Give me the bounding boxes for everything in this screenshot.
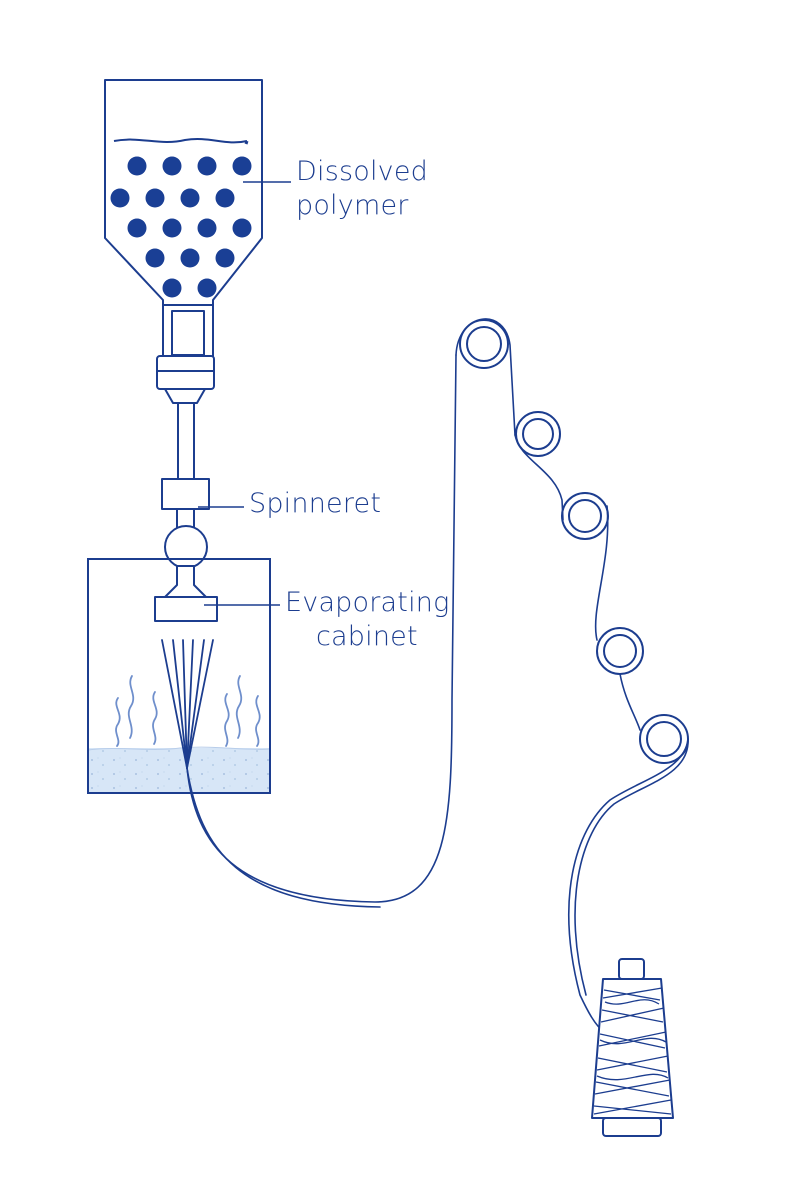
bobbin-windings [593,987,672,1115]
bobbin-base [602,1117,662,1137]
solvent-surface [87,746,271,751]
evaporating-cabinet-icon [87,558,271,794]
label-spinneret: Spinneret [249,487,381,521]
spinneret-ball [164,525,208,569]
label-dissolved-polymer-line2: polymer [296,190,409,221]
feed-assembly [156,304,215,480]
guide-roller-icon [561,492,609,540]
spinneret-head [161,478,210,510]
guide-roller-icon [459,319,509,369]
label-evaporating-cabinet: Evaporating cabinet [285,586,450,654]
polymer-dots [110,156,252,298]
nozzle-plate [154,596,218,622]
vapor-wisps [115,675,261,747]
label-dissolved-polymer-line1: Dissolved [296,156,428,187]
spinneret-nozzle-icon [161,478,210,569]
guide-roller-icon [639,714,689,764]
label-evaporating-cabinet-line1: Evaporating [285,587,450,618]
neck-collar [156,355,215,390]
feed-pipe [177,402,195,480]
leader-lines [198,181,291,606]
bottle-neck [162,304,214,358]
nozzle-tip [154,565,218,622]
label-dissolved-polymer: Dissolved polymer [296,155,428,223]
liquid-surface-line [113,138,248,144]
guide-rollers [459,319,689,764]
bobbin-body [591,978,674,1119]
filament-bundle [161,639,214,769]
collar-taper [164,388,206,404]
label-evaporating-cabinet-line2: cabinet [316,621,418,652]
yarn-path [186,318,689,1033]
label-spinneret-text: Spinneret [249,488,382,519]
bobbin-cap [618,958,645,980]
guide-roller-icon [596,627,644,675]
guide-roller-icon [515,411,561,457]
cabinet-box [87,558,271,794]
